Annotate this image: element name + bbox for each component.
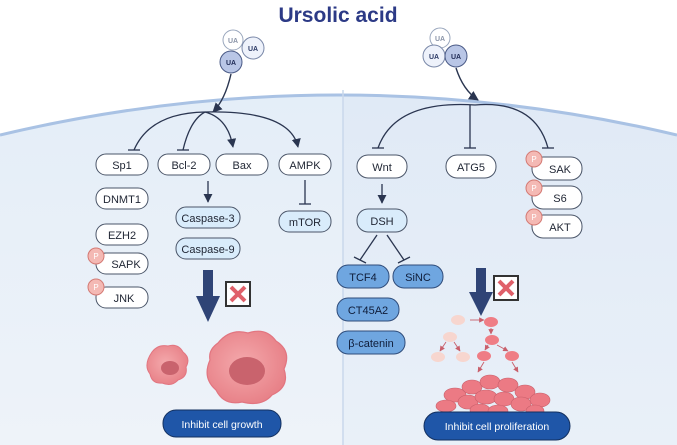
node-sinc xyxy=(392,264,444,289)
phospho-icon xyxy=(525,208,543,226)
node-sinc-label: SiNC xyxy=(405,272,431,284)
phospho-icon xyxy=(525,150,543,168)
node-ampk-label: AMPK xyxy=(289,160,321,172)
outcome-left-badge xyxy=(162,409,282,438)
node-sak xyxy=(531,156,583,181)
node-dnmt1-label: DNMT1 xyxy=(103,194,141,206)
phospho-label: P xyxy=(93,283,98,292)
node-beta-catenin xyxy=(336,330,406,355)
phospho-label: P xyxy=(93,252,98,261)
node-akt xyxy=(531,214,583,239)
node-jnk xyxy=(95,286,149,309)
outcome-right-badge xyxy=(423,411,571,441)
node-wnt-label: Wnt xyxy=(372,162,392,174)
node-ezh2-label: EZH2 xyxy=(108,230,136,242)
left-pathway-nodes: Sp1 DNMT1 EZH2 SAPK P JNK P Bcl-2 Bax Ca… xyxy=(87,153,332,309)
node-s6 xyxy=(531,185,583,210)
ua-left-arrow xyxy=(212,73,232,113)
phospho-icon xyxy=(87,278,105,296)
node-ezh2 xyxy=(95,223,149,246)
node-caspase9-label: Caspase-9 xyxy=(181,244,234,256)
right-branches xyxy=(372,103,554,149)
ua-label: UA xyxy=(226,60,236,67)
node-bax-label: Bax xyxy=(233,160,252,172)
phospho-label: P xyxy=(531,213,536,222)
node-atg5 xyxy=(445,154,497,179)
ua-molecule-group-right: UA UA UA xyxy=(422,27,468,68)
node-caspase3-label: Caspase-3 xyxy=(181,213,234,225)
phospho-label: P xyxy=(531,184,536,193)
node-wnt xyxy=(356,154,408,179)
node-s6-label: S6 xyxy=(553,193,566,205)
node-tcf4-label: TCF4 xyxy=(349,272,377,284)
ua-right-arrow xyxy=(455,67,479,101)
ua-label: UA xyxy=(248,46,258,53)
node-sp1 xyxy=(95,153,149,176)
cancer-cells-left xyxy=(146,330,288,405)
node-caspase3 xyxy=(175,206,241,229)
node-atg5-label: ATG5 xyxy=(457,162,485,174)
ua-label: UA xyxy=(435,36,445,43)
node-ct45a2 xyxy=(336,297,400,322)
node-bax xyxy=(215,153,269,176)
node-akt-label: AKT xyxy=(549,222,571,234)
node-sak-label: SAK xyxy=(549,164,572,176)
node-tcf4 xyxy=(336,264,390,289)
node-ampk xyxy=(278,153,332,176)
node-bcl2 xyxy=(157,153,211,176)
node-sp1-label: Sp1 xyxy=(112,160,132,172)
node-beta-catenin-label: β-catenin xyxy=(348,338,393,350)
node-mtor-label: mTOR xyxy=(289,217,321,229)
outcome-right-label: Inhibit cell proliferation xyxy=(445,421,550,433)
ua-molecule-group-left: UA UA UA xyxy=(219,29,265,74)
node-dsh-label: DSH xyxy=(370,216,393,228)
node-dnmt1 xyxy=(95,187,149,210)
phospho-label: P xyxy=(531,155,536,164)
node-bcl2-label: Bcl-2 xyxy=(171,160,196,172)
cell-proliferation-tree xyxy=(431,315,551,418)
node-sapk-label: SAPK xyxy=(111,259,141,271)
title: Ursolic acid xyxy=(278,4,397,27)
outcome-left-label: Inhibit cell growth xyxy=(181,419,262,431)
node-ct45a2-label: CT45A2 xyxy=(348,305,388,317)
ua-label: UA xyxy=(429,54,439,61)
phospho-icon xyxy=(87,247,105,265)
node-mtor xyxy=(278,210,332,233)
node-caspase9 xyxy=(175,237,241,260)
ua-label: UA xyxy=(451,54,461,61)
right-pathway-nodes: Wnt DSH TCF4 SiNC CT45A2 β-catenin ATG5 … xyxy=(336,150,583,355)
node-dsh xyxy=(356,208,408,233)
left-inhibition-indicator xyxy=(196,270,251,322)
phospho-icon xyxy=(525,179,543,197)
left-branches xyxy=(128,111,301,151)
ua-label: UA xyxy=(228,38,238,45)
right-inhibition-indicator xyxy=(469,268,519,316)
node-jnk-label: JNK xyxy=(114,293,135,305)
